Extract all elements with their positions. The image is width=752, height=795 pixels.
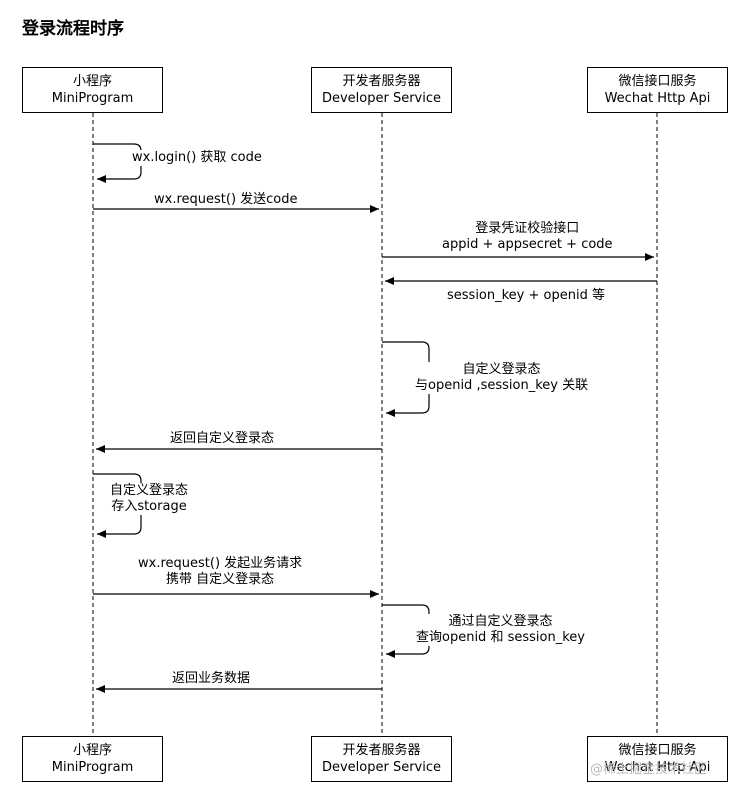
diagram-title: 登录流程时序 bbox=[22, 19, 124, 39]
participant-dev-top: 开发者服务器 Developer Service bbox=[311, 67, 452, 113]
message-code2session: 登录凭证校验接口 appid + appsecret + code bbox=[442, 221, 613, 253]
participant-mini-bottom: 小程序 MiniProgram bbox=[22, 736, 163, 782]
participant-wechat-name: 微信接口服务 bbox=[618, 743, 697, 758]
message-return-business-data: 返回业务数据 bbox=[172, 671, 251, 687]
message-storage-line1: 自定义登录态 bbox=[110, 483, 189, 498]
participant-wechat-name: 微信接口服务 bbox=[618, 74, 697, 89]
message-business-request-line1: wx.request() 发起业务请求 bbox=[138, 556, 303, 571]
participant-wechat-top: 微信接口服务 Wechat Http Api bbox=[587, 67, 728, 113]
participant-mini-top: 小程序 MiniProgram bbox=[22, 67, 163, 113]
message-wx-login: wx.login() 获取 code bbox=[132, 150, 262, 166]
participant-dev-name: 开发者服务器 bbox=[342, 743, 421, 758]
participant-wechat-bottom: 微信接口服务 Wechat Http Api bbox=[587, 736, 728, 782]
message-code2session-line2: appid + appsecret + code bbox=[442, 237, 613, 252]
message-business-request-line2: 携带 自定义登录态 bbox=[166, 572, 275, 587]
participant-mini-en: MiniProgram bbox=[51, 91, 134, 106]
message-code2session-line1: 登录凭证校验接口 bbox=[475, 221, 580, 236]
participant-mini-name: 小程序 bbox=[72, 743, 112, 758]
message-session-key: session_key + openid 等 bbox=[447, 288, 605, 304]
participant-dev-bottom: 开发者服务器 Developer Service bbox=[311, 736, 452, 782]
message-business-request: wx.request() 发起业务请求 携带 自定义登录态 bbox=[138, 556, 303, 588]
participant-mini-name: 小程序 bbox=[72, 74, 112, 89]
participant-mini-en: MiniProgram bbox=[51, 760, 134, 775]
participant-wechat-en: Wechat Http Api bbox=[604, 91, 711, 106]
message-custom-state: 自定义登录态 与openid ,session_key 关联 bbox=[415, 362, 589, 394]
message-query-line1: 通过自定义登录态 bbox=[448, 614, 553, 629]
participant-dev-name: 开发者服务器 bbox=[342, 74, 421, 89]
message-custom-state-line1: 自定义登录态 bbox=[462, 362, 541, 377]
message-storage-line2: 存入storage bbox=[111, 499, 187, 514]
message-custom-state-line2: 与openid ,session_key 关联 bbox=[415, 378, 589, 393]
watermark: @稀土掘金技术社区 bbox=[590, 762, 708, 777]
participant-wechat-en: Wechat Http Api bbox=[604, 760, 711, 775]
message-return-custom-state: 返回自定义登录态 bbox=[170, 431, 275, 447]
participant-dev-en: Developer Service bbox=[321, 760, 442, 775]
participant-dev-en: Developer Service bbox=[321, 91, 442, 106]
message-query: 通过自定义登录态 查询openid 和 session_key bbox=[416, 614, 585, 646]
message-query-line2: 查询openid 和 session_key bbox=[416, 630, 585, 645]
message-send-code: wx.request() 发送code bbox=[154, 192, 298, 208]
message-storage: 自定义登录态 存入storage bbox=[110, 483, 189, 515]
